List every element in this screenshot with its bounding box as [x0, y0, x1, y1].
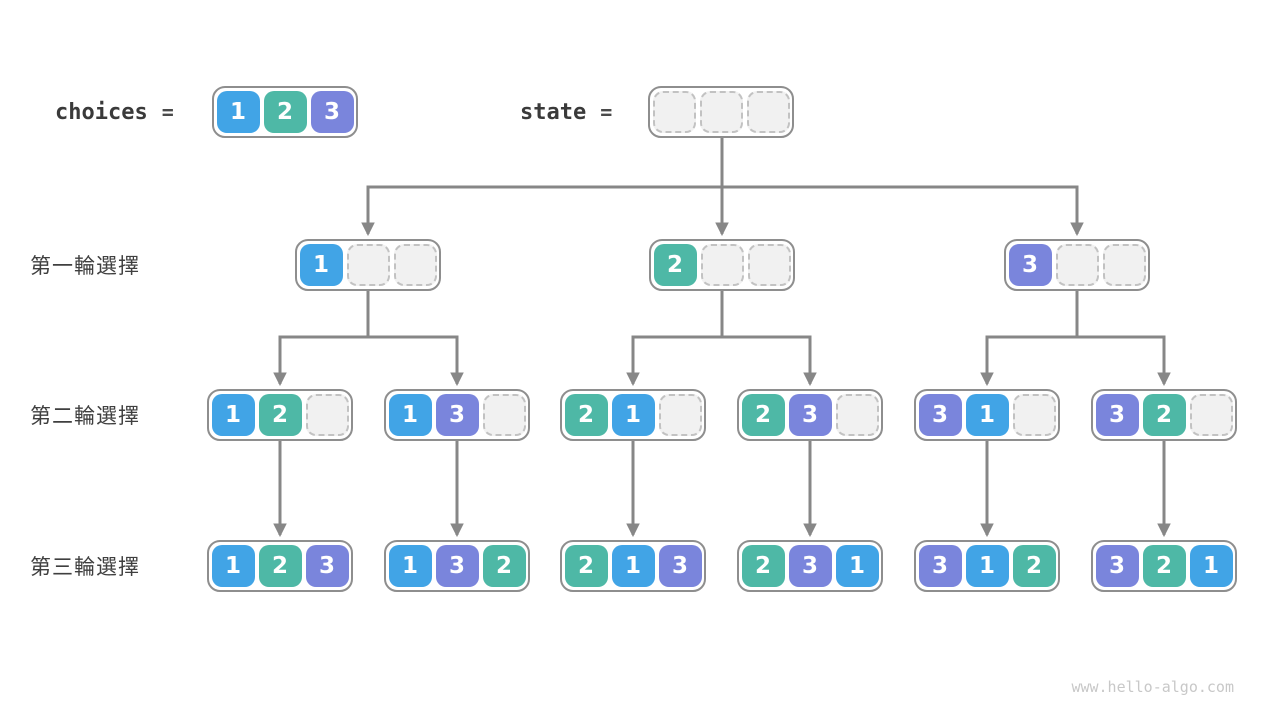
- cell-3: 3: [1008, 244, 1052, 286]
- cell-3: 3: [305, 545, 349, 587]
- choices-equals-sign: =: [161, 100, 174, 124]
- empty-cell: [1189, 394, 1233, 436]
- state-array-node: [648, 86, 794, 138]
- state-equals-sign: =: [600, 100, 613, 124]
- cell-3: 3: [788, 545, 832, 587]
- cell-1: 1: [299, 244, 343, 286]
- cell-2: 2: [258, 545, 302, 587]
- cell-2: 2: [1142, 394, 1186, 436]
- choices-label: choices: [55, 99, 148, 125]
- empty-cell: [652, 91, 696, 133]
- watermark: www.hello-algo.com: [1071, 678, 1234, 696]
- cell-3: 3: [310, 91, 354, 133]
- empty-cell: [482, 394, 526, 436]
- empty-cell: [658, 394, 702, 436]
- round-1-node-3: 3: [1004, 239, 1150, 291]
- cell-3: 3: [918, 394, 962, 436]
- cell-3: 3: [1095, 545, 1139, 587]
- cell-2: 2: [482, 545, 526, 587]
- cell-2: 2: [741, 394, 785, 436]
- round-1-label: 第一輪選擇: [30, 255, 140, 278]
- cell-3: 3: [435, 545, 479, 587]
- cell-1: 1: [216, 91, 260, 133]
- cell-1: 1: [835, 545, 879, 587]
- round-1-node-1: 1: [295, 239, 441, 291]
- empty-cell: [835, 394, 879, 436]
- cell-3: 3: [788, 394, 832, 436]
- empty-cell: [305, 394, 349, 436]
- cell-3: 3: [435, 394, 479, 436]
- cell-1: 1: [965, 394, 1009, 436]
- cell-1: 1: [211, 545, 255, 587]
- cell-1: 1: [965, 545, 1009, 587]
- cell-1: 1: [1189, 545, 1233, 587]
- cell-2: 2: [1012, 545, 1056, 587]
- round-1-node-2: 2: [649, 239, 795, 291]
- cell-2: 2: [741, 545, 785, 587]
- empty-cell: [746, 91, 790, 133]
- state-expression: state =: [520, 86, 612, 138]
- empty-cell: [1012, 394, 1056, 436]
- cell-3: 3: [1095, 394, 1139, 436]
- cell-1: 1: [388, 545, 432, 587]
- cell-2: 2: [1142, 545, 1186, 587]
- cell-2: 2: [653, 244, 697, 286]
- cell-3: 3: [918, 545, 962, 587]
- cell-2: 2: [564, 545, 608, 587]
- cell-2: 2: [263, 91, 307, 133]
- cell-3: 3: [658, 545, 702, 587]
- empty-cell: [700, 244, 744, 286]
- round-3-label: 第三輪選擇: [30, 556, 140, 579]
- cell-1: 1: [611, 394, 655, 436]
- cell-1: 1: [388, 394, 432, 436]
- state-label: state: [520, 99, 587, 125]
- empty-cell: [1102, 244, 1146, 286]
- empty-cell: [699, 91, 743, 133]
- round-2-label: 第二輪選擇: [30, 405, 140, 428]
- cell-2: 2: [258, 394, 302, 436]
- empty-cell: [393, 244, 437, 286]
- empty-cell: [747, 244, 791, 286]
- cell-1: 1: [211, 394, 255, 436]
- choices-expression: choices =: [55, 86, 174, 138]
- cell-2: 2: [564, 394, 608, 436]
- empty-cell: [1055, 244, 1099, 286]
- empty-cell: [346, 244, 390, 286]
- cell-1: 1: [611, 545, 655, 587]
